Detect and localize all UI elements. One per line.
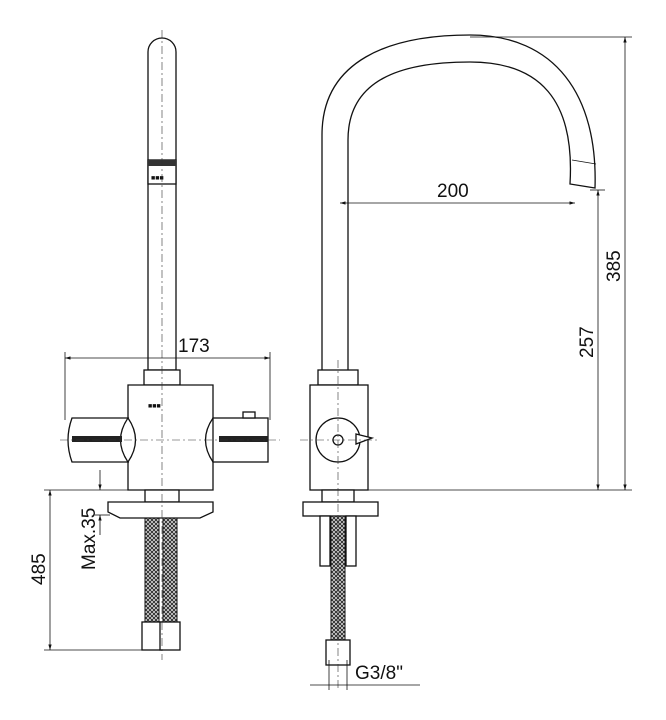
front-body: [127, 384, 214, 491]
dim-385: 385: [604, 250, 625, 282]
front-spout: [147, 37, 177, 371]
hose-nut-right: [159, 621, 181, 651]
logo-mark: ■■■: [151, 175, 164, 182]
left-handle-grip: [72, 436, 122, 442]
dim-173: 173: [178, 336, 210, 357]
front-view: ■■■ ■■■ 173 485 Max.35: [29, 30, 280, 660]
dim-max35: Max.35: [79, 508, 100, 570]
dim-thread: G3/8": [355, 663, 403, 684]
dim-257: 257: [577, 326, 598, 358]
dim-200: 200: [437, 181, 469, 202]
body-logo: ■■■: [148, 403, 161, 410]
side-view: G3/8" 200 257 385: [300, 34, 632, 690]
side-spout: [321, 34, 596, 373]
handle-button: [242, 411, 256, 419]
side-plate: [302, 501, 379, 517]
right-handle-grip: [219, 436, 268, 442]
side-handle-lever: [355, 433, 375, 445]
front-plate: [107, 501, 214, 519]
dim-485: 485: [29, 553, 50, 585]
hose-nut-left: [141, 621, 163, 651]
